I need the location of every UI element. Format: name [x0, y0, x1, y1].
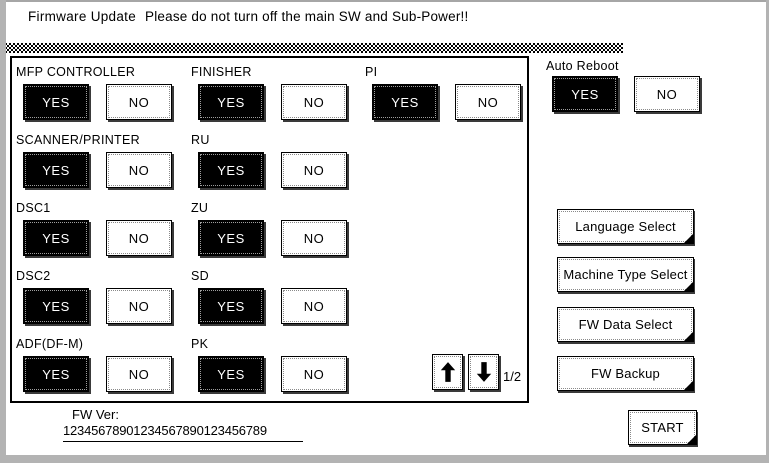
dsc1-yes-button[interactable]: YES — [23, 220, 89, 256]
auto-reboot-label: Auto Reboot — [546, 59, 619, 73]
ru-no-button[interactable]: NO — [281, 152, 347, 188]
dsc1-no-button[interactable]: NO — [106, 220, 172, 256]
option-label: MFP CONTROLLER — [16, 65, 136, 79]
finisher-yes-button[interactable]: YES — [198, 84, 264, 120]
group-scanner-printer: SCANNER/PRINTER YES NO — [16, 133, 186, 193]
page-indicator: 1/2 — [503, 369, 522, 384]
mfp-controller-yes-button[interactable]: YES — [23, 84, 89, 120]
options-panel: MFP CONTROLLER YES NO FINISHER YES NO PI… — [10, 56, 529, 403]
auto-reboot-no-button[interactable]: NO — [634, 76, 700, 112]
option-label: SD — [191, 269, 209, 283]
window-frame-bottom — [0, 455, 769, 463]
machine-type-select-button[interactable]: Machine Type Select — [557, 257, 694, 292]
fw-data-select-button[interactable]: FW Data Select — [557, 307, 694, 342]
pi-yes-button[interactable]: YES — [372, 84, 438, 120]
option-label: ZU — [191, 201, 209, 215]
start-button[interactable]: START — [628, 410, 697, 445]
group-zu: ZU YES NO — [191, 201, 361, 261]
group-ru: RU YES NO — [191, 133, 361, 193]
down-arrow-icon — [475, 359, 493, 385]
window-frame-left — [0, 0, 6, 463]
page-title: Firmware Update — [28, 9, 137, 24]
fw-backup-button[interactable]: FW Backup — [557, 356, 694, 391]
auto-reboot-yes-button[interactable]: YES — [552, 76, 618, 112]
zu-no-button[interactable]: NO — [281, 220, 347, 256]
adf-yes-button[interactable]: YES — [23, 356, 89, 392]
fw-ver-value: 12345678901234567890123456789 — [63, 423, 303, 442]
option-label: ADF(DF-M) — [16, 337, 84, 351]
group-pk: PK YES NO — [191, 337, 361, 397]
option-label: SCANNER/PRINTER — [16, 133, 140, 147]
sd-no-button[interactable]: NO — [281, 288, 347, 324]
page-down-button[interactable] — [468, 354, 499, 390]
group-dsc1: DSC1 YES NO — [16, 201, 186, 261]
ru-yes-button[interactable]: YES — [198, 152, 264, 188]
option-label: FINISHER — [191, 65, 252, 79]
sd-yes-button[interactable]: YES — [198, 288, 264, 324]
scanner-printer-no-button[interactable]: NO — [106, 152, 172, 188]
finisher-no-button[interactable]: NO — [281, 84, 347, 120]
fw-ver-label: FW Ver: — [72, 407, 119, 422]
page-up-button[interactable] — [432, 354, 463, 390]
window-frame-top — [0, 0, 769, 2]
option-label: PK — [191, 337, 209, 351]
dsc2-no-button[interactable]: NO — [106, 288, 172, 324]
mfp-controller-no-button[interactable]: NO — [106, 84, 172, 120]
group-adf-df-m: ADF(DF-M) YES NO — [16, 337, 186, 397]
checkered-divider — [3, 43, 623, 53]
zu-yes-button[interactable]: YES — [198, 220, 264, 256]
option-label: RU — [191, 133, 210, 147]
adf-no-button[interactable]: NO — [106, 356, 172, 392]
option-label: DSC1 — [16, 201, 51, 215]
pk-no-button[interactable]: NO — [281, 356, 347, 392]
group-pi: PI YES NO — [365, 65, 535, 125]
scanner-printer-yes-button[interactable]: YES — [23, 152, 89, 188]
language-select-button[interactable]: Language Select — [557, 209, 694, 244]
group-sd: SD YES NO — [191, 269, 361, 329]
group-finisher: FINISHER YES NO — [191, 65, 361, 125]
warning-text: Please do not turn off the main SW and S… — [145, 9, 469, 24]
pi-no-button[interactable]: NO — [455, 84, 521, 120]
option-label: DSC2 — [16, 269, 51, 283]
up-arrow-icon — [439, 359, 457, 385]
group-dsc2: DSC2 YES NO — [16, 269, 186, 329]
dsc2-yes-button[interactable]: YES — [23, 288, 89, 324]
window-frame-right — [766, 0, 769, 463]
group-mfp-controller: MFP CONTROLLER YES NO — [16, 65, 186, 125]
pk-yes-button[interactable]: YES — [198, 356, 264, 392]
option-label: PI — [365, 65, 378, 79]
